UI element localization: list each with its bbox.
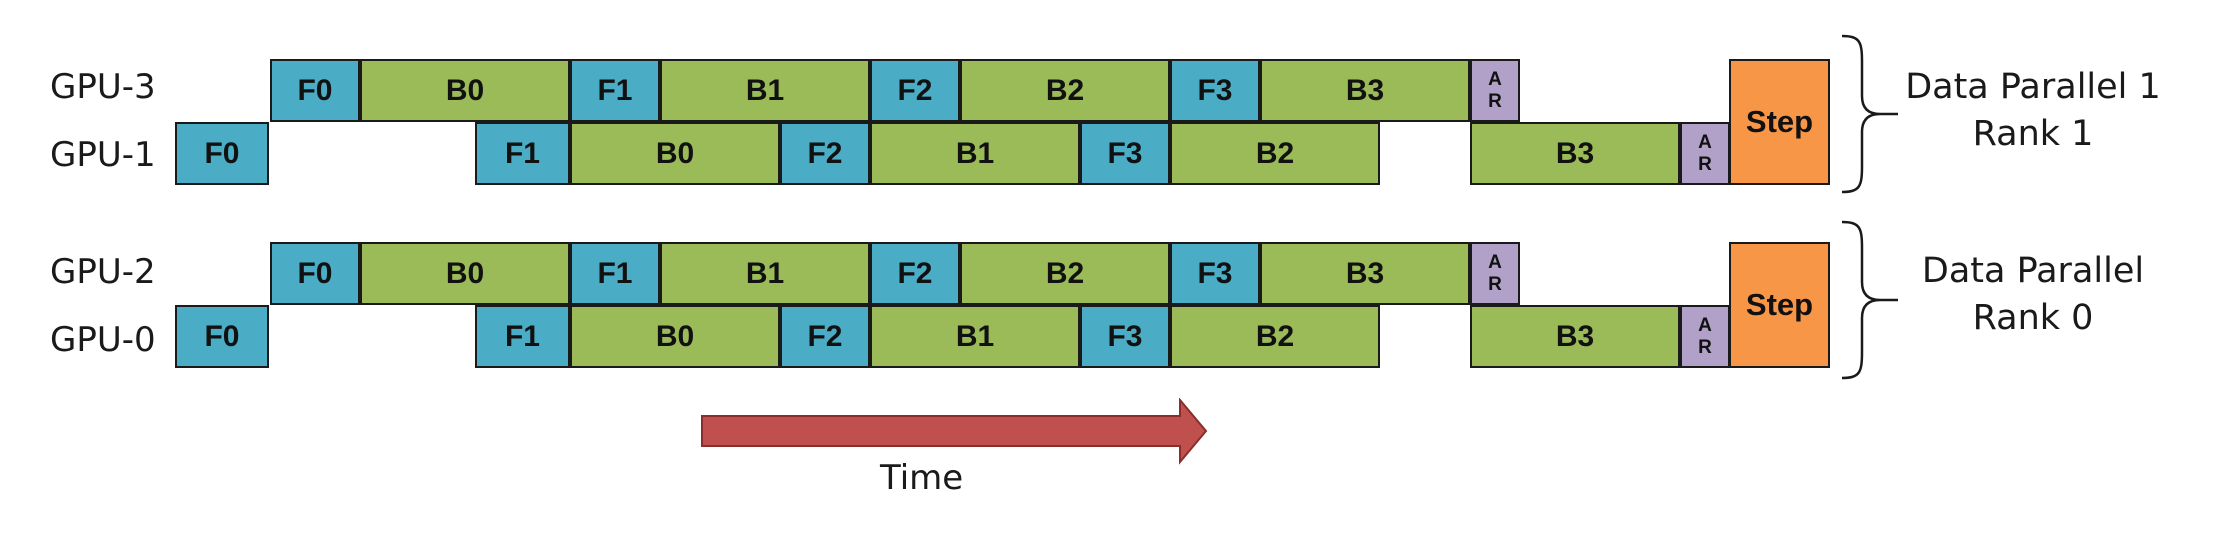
group-label-data-parallel-1: Data Parallel 1 Rank 1	[1883, 64, 2183, 159]
backward-block-gpu-2: B1	[660, 242, 870, 305]
forward-block-gpu-0: F0	[175, 305, 269, 368]
backward-block-gpu-0: B1	[870, 305, 1080, 368]
optimizer-step-block-rank-0: Step	[1729, 242, 1830, 368]
backward-block-gpu-1: B1	[870, 122, 1080, 185]
allreduce-letter: A	[1698, 131, 1712, 153]
backward-block-gpu-1: B3	[1470, 122, 1680, 185]
brace-icon-rank-0	[1841, 220, 1898, 380]
brace-icon-rank-1	[1841, 34, 1898, 194]
optimizer-step-block-rank-1: Step	[1729, 59, 1830, 185]
forward-block-gpu-1: F0	[175, 122, 269, 185]
forward-block-gpu-0: F2	[780, 305, 870, 368]
backward-block-gpu-3: B3	[1260, 59, 1470, 122]
allreduce-letter: A	[1488, 68, 1502, 90]
allreduce-letter: R	[1488, 90, 1502, 112]
group-label-data-parallel-0: Data Parallel Rank 0	[1883, 248, 2183, 343]
backward-block-gpu-1: B0	[570, 122, 780, 185]
forward-block-gpu-3: F0	[270, 59, 360, 122]
forward-block-gpu-2: F1	[570, 242, 660, 305]
forward-block-gpu-1: F1	[475, 122, 570, 185]
backward-block-gpu-1: B2	[1170, 122, 1380, 185]
backward-block-gpu-0: B2	[1170, 305, 1380, 368]
allreduce-letter: R	[1698, 153, 1712, 175]
allreduce-letter: A	[1488, 251, 1502, 273]
group-label-line: Data Parallel	[1921, 251, 2145, 291]
forward-block-gpu-2: F3	[1170, 242, 1260, 305]
backward-block-gpu-3: B0	[360, 59, 570, 122]
backward-block-gpu-2: B3	[1260, 242, 1470, 305]
backward-block-gpu-2: B2	[960, 242, 1170, 305]
allreduce-letter: R	[1698, 336, 1712, 358]
forward-block-gpu-3: F1	[570, 59, 660, 122]
forward-block-gpu-1: F3	[1080, 122, 1170, 185]
allreduce-letter: R	[1488, 273, 1502, 295]
forward-block-gpu-3: F2	[870, 59, 960, 122]
backward-block-gpu-2: B0	[360, 242, 570, 305]
group-label-line: Rank 0	[1972, 298, 2094, 339]
forward-block-gpu-3: F3	[1170, 59, 1260, 122]
backward-block-gpu-3: B1	[660, 59, 870, 122]
backward-block-gpu-0: B3	[1470, 305, 1680, 368]
gpu-label-gpu-2: GPU-2	[50, 252, 156, 292]
forward-block-gpu-2: F2	[870, 242, 960, 305]
gpu-label-gpu-0: GPU-0	[50, 320, 156, 360]
forward-block-gpu-0: F1	[475, 305, 570, 368]
gpu-label-gpu-3: GPU-3	[50, 67, 156, 107]
time-arrow-icon	[701, 398, 1208, 465]
forward-block-gpu-1: F2	[780, 122, 870, 185]
group-label-line: Data Parallel 1	[1905, 67, 2161, 107]
forward-block-gpu-0: F3	[1080, 305, 1170, 368]
backward-block-gpu-0: B0	[570, 305, 780, 368]
allreduce-letter: A	[1698, 314, 1712, 336]
gpu-label-gpu-1: GPU-1	[50, 135, 156, 175]
group-label-line: Rank 1	[1972, 114, 2094, 155]
time-label: Time	[880, 458, 964, 498]
forward-block-gpu-2: F0	[270, 242, 360, 305]
backward-block-gpu-3: B2	[960, 59, 1170, 122]
